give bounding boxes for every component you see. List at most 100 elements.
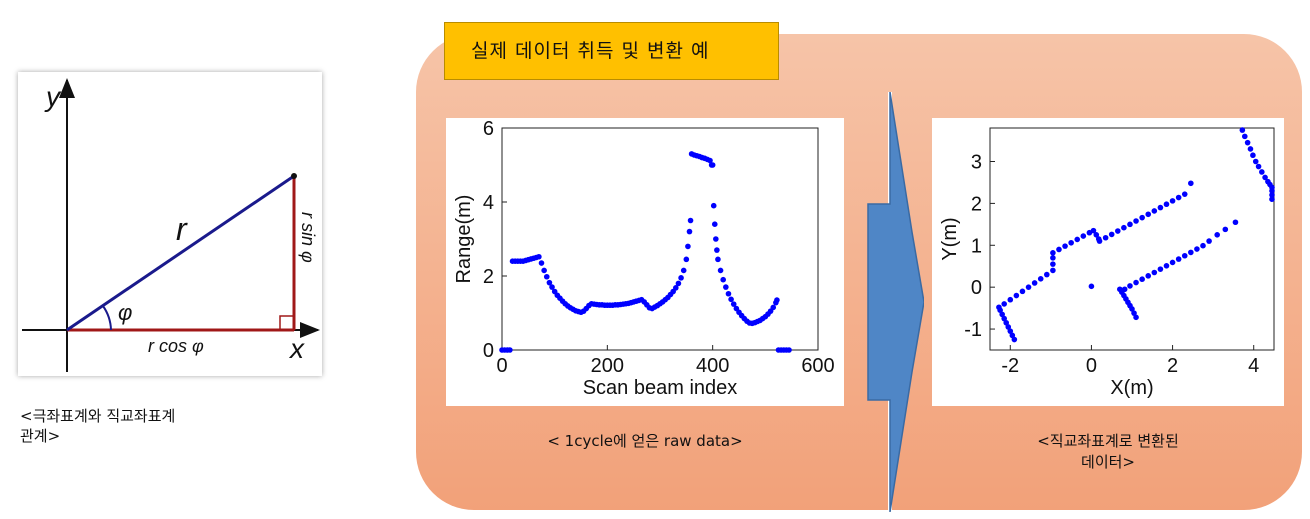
xy-data-point: [1247, 146, 1254, 152]
raw-data-point: [536, 253, 542, 260]
xy-axes-box: [989, 127, 1275, 351]
raw-data-point: [543, 273, 550, 280]
xy-data-point: [1188, 249, 1194, 256]
xy-data-point: [1121, 286, 1128, 293]
raw-data-point: [678, 275, 684, 281]
xy-data-point: [1011, 336, 1018, 343]
right-angle-marker: [279, 315, 295, 331]
raw-x-tick-label: 0: [496, 355, 507, 377]
xy-data-point: [1241, 133, 1248, 140]
xy-y-tick-label: -1: [964, 319, 982, 341]
xy-data-point: [1163, 263, 1170, 269]
raw-data-point: [680, 267, 687, 274]
xy-x-tick-label: 2: [1167, 355, 1178, 377]
xy-data-point: [1005, 324, 1012, 330]
xy-data-point: [1157, 266, 1164, 272]
r-sin-label: r sin φ: [298, 212, 318, 263]
xy-data-point: [1127, 221, 1133, 228]
xy-data-point: [1139, 214, 1145, 221]
xy-data-point: [1133, 218, 1139, 224]
xy-x-tick-label: 0: [1086, 355, 1097, 377]
xy-x-axis-label: X(m): [1110, 377, 1153, 399]
xy-data-point: [1025, 284, 1032, 290]
xy-data-point: [1269, 196, 1275, 203]
raw-y-axis-label: Range(m): [453, 195, 475, 284]
xy-data-point: [1250, 152, 1256, 159]
xy-data-point: [1007, 328, 1014, 334]
raw-data-point: [714, 247, 720, 253]
xy-data-point: [1262, 174, 1268, 181]
raw-data-point: [538, 260, 545, 266]
raw-axes-box: [501, 127, 819, 351]
xy-data-point: [1108, 231, 1115, 238]
raw-data-point: [710, 202, 717, 209]
xy-data-point: [1062, 243, 1068, 249]
xy-data-point: [1001, 301, 1007, 307]
raw-data-point: [541, 267, 547, 274]
xy-data-point: [1131, 310, 1137, 316]
xy-data-point: [1037, 275, 1044, 282]
transform-arrow: [867, 92, 924, 512]
phi-label: φ: [118, 300, 132, 325]
raw-y-tick-label: 0: [483, 340, 494, 362]
xy-data-point: [1056, 246, 1062, 253]
xy-data-point: [1194, 246, 1200, 252]
xy-data-point: [1102, 234, 1109, 241]
r-vector: [66, 174, 295, 332]
xy-data-point: [1080, 233, 1087, 239]
xy-data-point: [1050, 255, 1056, 261]
xy-data-point: [1145, 211, 1152, 218]
xy-data-point: [1050, 250, 1056, 256]
xy-data-point: [1255, 163, 1262, 170]
xy-data-point: [1269, 188, 1275, 194]
angle-arc: [102, 305, 112, 331]
xy-data-point: [1239, 127, 1246, 133]
raw-data-point: [770, 304, 777, 311]
xy-data-point: [1009, 332, 1016, 339]
r-label: r: [176, 211, 188, 247]
raw-data-point: [720, 276, 726, 283]
xy-data-point: [1188, 180, 1194, 187]
xy-data-point: [1088, 283, 1095, 290]
raw-data-point: [786, 347, 792, 353]
raw-data-point: [774, 297, 780, 303]
xy-data-point: [1222, 226, 1229, 233]
xy-x-tick-label: 4: [1248, 355, 1259, 377]
raw-data-point: [707, 157, 713, 164]
raw-y-tick-label: 6: [483, 118, 494, 140]
raw-data-point: [683, 256, 690, 263]
xy-data-point: [1121, 224, 1127, 231]
raw-data-point: [728, 296, 734, 303]
raw-x-tick-label: 600: [801, 355, 834, 377]
raw-data-caption: < 1cycle에 얻은 raw data>: [547, 432, 743, 450]
xy-data-point: [1151, 269, 1158, 276]
xy-data-point: [999, 311, 1005, 318]
raw-data-point: [685, 243, 691, 250]
raw-data-point: [673, 285, 679, 291]
xy-data-point: [1269, 192, 1275, 198]
xy-data-point: [1031, 280, 1038, 286]
xy-data-point: [1050, 261, 1056, 267]
y-axis-label: y: [44, 81, 62, 112]
xy-y-tick-label: 0: [971, 277, 982, 299]
raw-data-point: [686, 228, 693, 235]
xy-data-point: [1169, 259, 1176, 266]
xy-data-point: [1181, 252, 1188, 259]
polar-diagram-svg: y x r φ r cos φ r sin φ: [22, 78, 320, 372]
xy-data-point: [1044, 271, 1050, 278]
cartesian-data-caption: <직교좌표계로 변환된 데이터>: [1037, 432, 1179, 471]
r-cos-label: r cos φ: [148, 336, 204, 356]
xy-data-point: [1050, 267, 1056, 274]
raw-data-point: [507, 347, 513, 353]
point-marker: [291, 173, 297, 179]
raw-data-point: [730, 301, 737, 307]
xy-data-point: [1129, 306, 1135, 312]
raw-x-tick-label: 200: [591, 355, 624, 377]
xy-data-point: [1151, 208, 1158, 214]
xy-data-point: [1181, 191, 1188, 197]
raw-data-point: [709, 162, 716, 168]
xy-data-point: [1007, 296, 1014, 303]
raw-x-tick-label: 400: [696, 355, 729, 377]
